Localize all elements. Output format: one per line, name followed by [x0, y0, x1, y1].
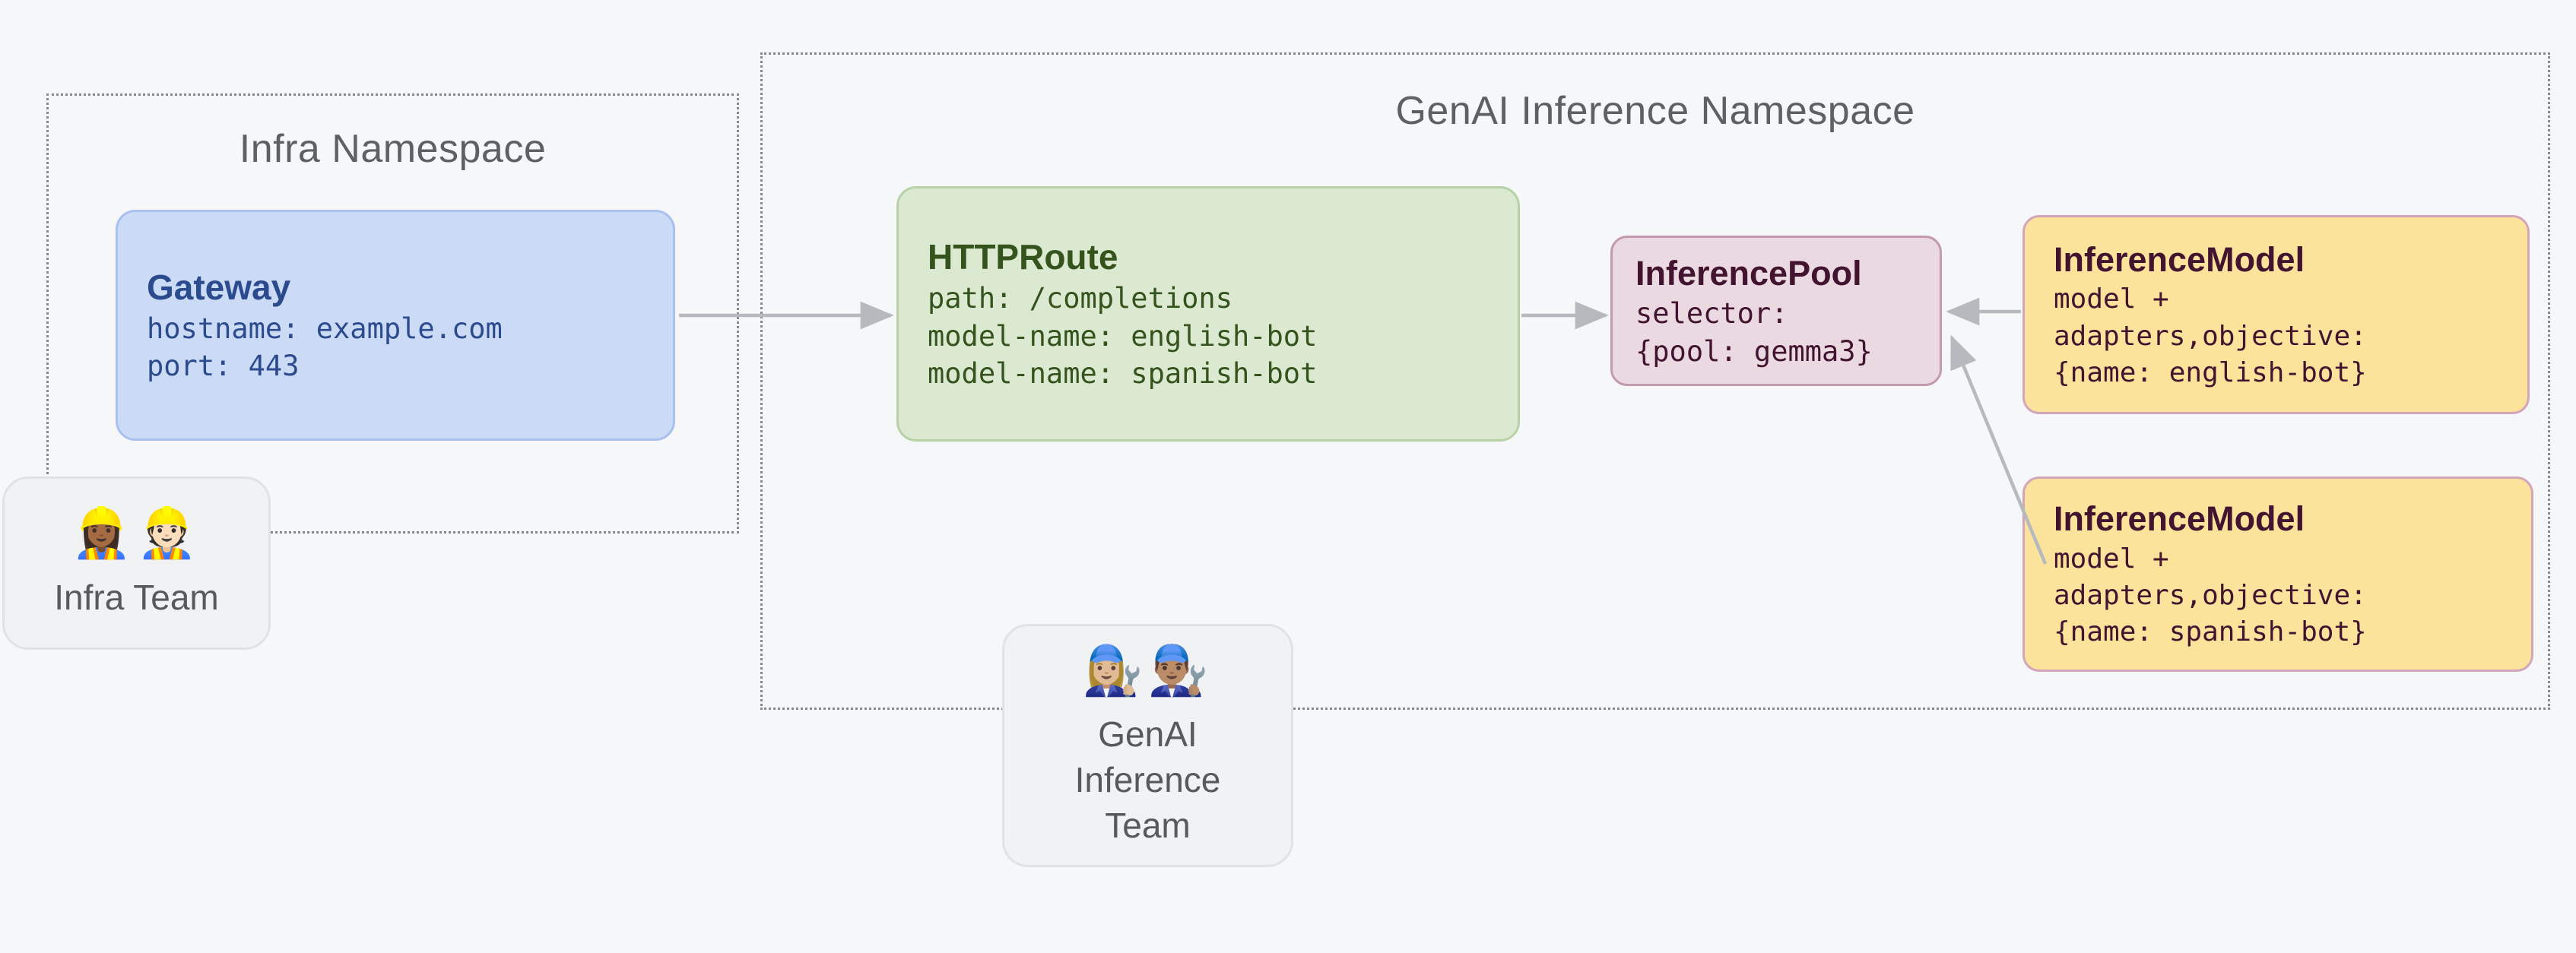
genai-namespace-box: GenAI Inference Namespace	[760, 52, 2550, 710]
infra-team-label: Infra Team	[54, 577, 219, 617]
inference-model-spanish-line-model: model +	[2054, 543, 2169, 575]
inference-pool-selector: selector:	[1635, 297, 1788, 331]
infra-namespace-box: Infra Namespace	[46, 93, 739, 533]
gateway-port: port: 443	[147, 350, 300, 383]
inference-pool-title: InferencePool	[1635, 253, 1862, 293]
inference-model-spanish-line-adapters: adapters,objective:	[2054, 580, 2367, 612]
gateway-hostname: hostname: example.com	[147, 312, 503, 345]
inference-model-english-line-model: model +	[2054, 283, 2169, 315]
inference-model-english-node: InferenceModel model + adapters,objectiv…	[2022, 215, 2530, 414]
httproute-path: path: /completions	[928, 282, 1232, 315]
httproute-model-english: model-name: english-bot	[928, 319, 1318, 353]
inference-pool-node: InferencePool selector: {pool: gemma3}	[1610, 236, 1942, 386]
inference-model-english-line-name: {name: english-bot}	[2054, 356, 2367, 388]
infra-team-card: 👷🏾‍♀️👷🏻 Infra Team	[2, 476, 271, 650]
infra-namespace-title: Infra Namespace	[239, 127, 547, 171]
httproute-model-spanish: model-name: spanish-bot	[928, 357, 1318, 391]
inference-pool-selector-value: {pool: gemma3}	[1635, 334, 1873, 368]
gateway-node: Gateway hostname: example.com port: 443	[116, 210, 675, 441]
gateway-title: Gateway	[147, 267, 291, 307]
httproute-node: HTTPRoute path: /completions model-name:…	[896, 186, 1520, 442]
construction-worker-icons: 👷🏾‍♀️👷🏻	[71, 505, 202, 561]
inference-model-english-title: InferenceModel	[2054, 239, 2305, 279]
inference-model-spanish-title: InferenceModel	[2054, 499, 2305, 539]
inference-model-spanish-line-name: {name: spanish-bot}	[2054, 616, 2367, 648]
inference-model-spanish-node: InferenceModel model + adapters,objectiv…	[2022, 476, 2533, 672]
mechanic-icons: 👩🏼‍🔧👨🏽‍🔧	[1082, 642, 1213, 698]
genai-inference-team-label: GenAI Inference Team	[1074, 714, 1221, 845]
httproute-title: HTTPRoute	[928, 237, 1118, 277]
inference-model-english-line-adapters: adapters,objective:	[2054, 320, 2367, 352]
genai-namespace-title: GenAI Inference Namespace	[1395, 89, 1915, 133]
genai-inference-team-card: 👩🏼‍🔧👨🏽‍🔧 GenAI Inference Team	[1002, 624, 1293, 867]
